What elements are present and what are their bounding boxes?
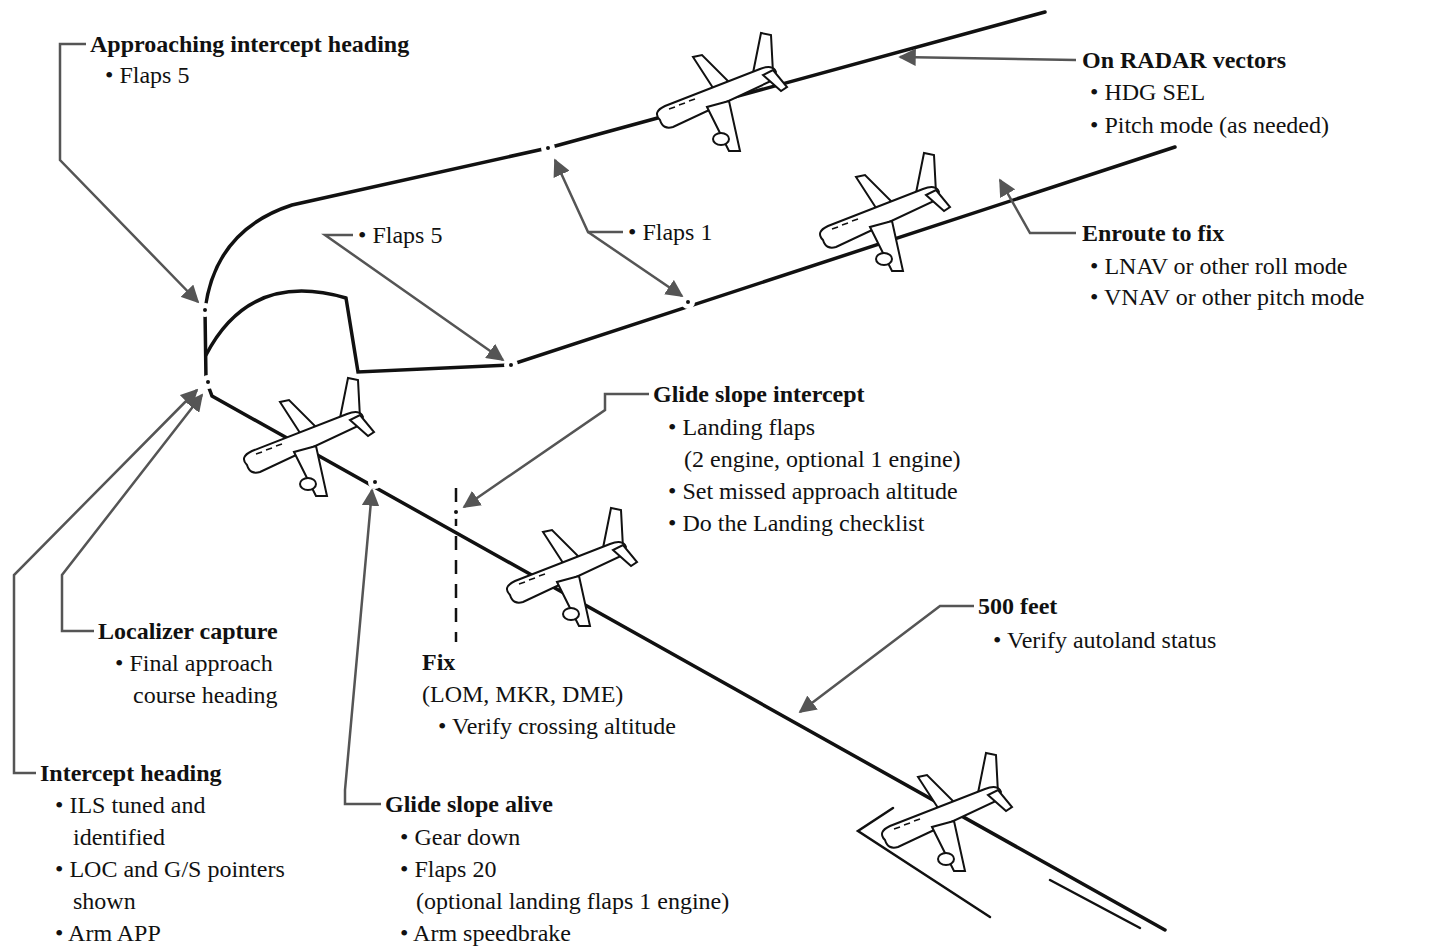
- callout-heading: Fix: [422, 646, 455, 678]
- callout-heading: Localizer capture: [98, 615, 278, 647]
- callout-note: (optional landing flaps 1 engine): [416, 885, 729, 917]
- callout-heading: Glide slope alive: [385, 788, 553, 820]
- callout-note: • LNAV or other roll mode: [1090, 250, 1347, 282]
- callout-note: • Flaps 5: [358, 219, 442, 251]
- callout-note: (2 engine, optional 1 engine): [684, 443, 961, 475]
- callout-note: • Pitch mode (as needed): [1090, 109, 1329, 141]
- callout-note: • Landing flaps: [668, 411, 815, 443]
- callout-note: • VNAV or other pitch mode: [1090, 281, 1364, 313]
- callout-note: • Flaps 20: [400, 853, 496, 885]
- callout-note: • ILS tuned and identified: [55, 789, 260, 853]
- callout-note: (LOM, MKR, DME): [422, 678, 623, 710]
- callout-heading: Approaching intercept heading: [90, 28, 409, 60]
- callout-note: • Verify crossing altitude: [438, 710, 676, 742]
- callout-note: • Arm speedbrake: [400, 917, 571, 949]
- callout-heading: Enroute to fix: [1082, 217, 1224, 249]
- callout-note: • Flaps 5: [105, 59, 189, 91]
- callout-note: • Verify autoland status: [993, 624, 1216, 656]
- callout-note: • Gear down: [400, 821, 520, 853]
- callout-heading: On RADAR vectors: [1082, 44, 1286, 76]
- callout-note: • Do the Landing checklist: [668, 507, 924, 539]
- callout-note: • Final approach course heading: [115, 647, 320, 711]
- callout-note: • LOC and G/S pointers shown: [55, 853, 350, 917]
- callout-heading: 500 feet: [978, 590, 1057, 622]
- callout-note: • Arm APP: [55, 917, 161, 949]
- callout-note: • Set missed approach altitude: [668, 475, 958, 507]
- callout-note: • Flaps 1: [628, 216, 712, 248]
- callout-note: • HDG SEL: [1090, 76, 1205, 108]
- callout-heading: Glide slope intercept: [653, 378, 865, 410]
- callout-heading: Intercept heading: [40, 757, 222, 789]
